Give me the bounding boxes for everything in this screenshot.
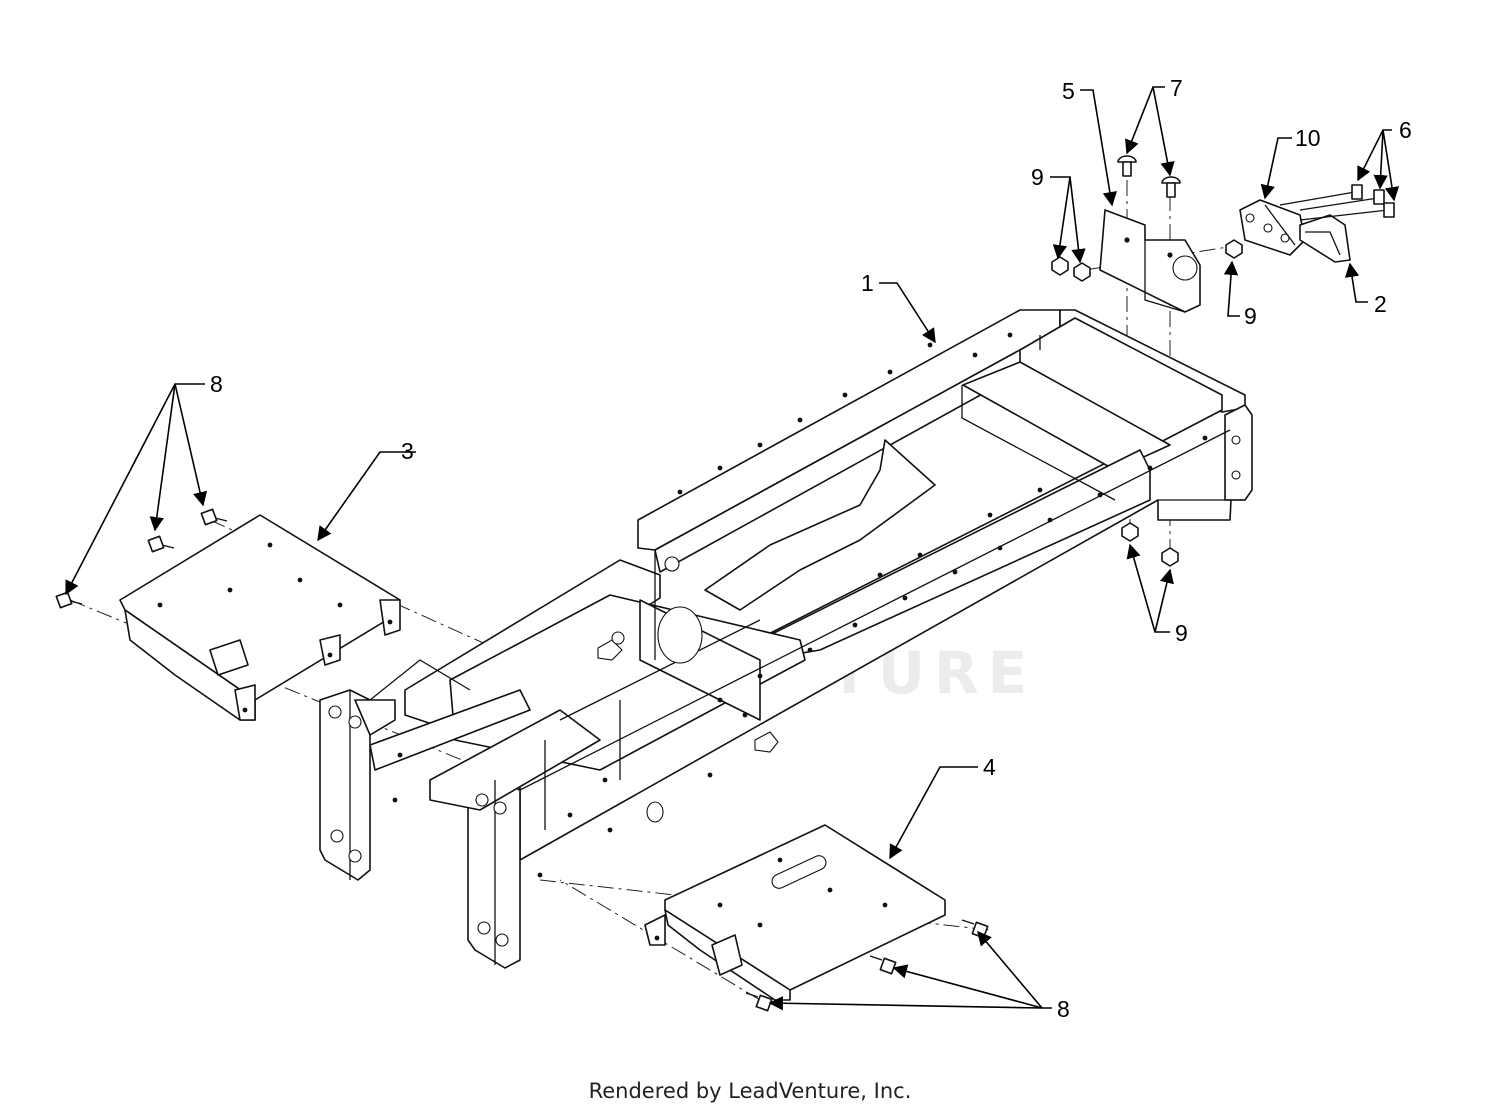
- hook-bracket-part-2: [1299, 214, 1351, 263]
- callout-7: 7: [1170, 75, 1183, 101]
- callout-6: 6: [1399, 117, 1412, 143]
- callout-9-mid: 9: [1244, 303, 1257, 329]
- hex-bolts-part-8: [55, 508, 989, 1012]
- callout-9-bottom: 9: [1175, 620, 1188, 646]
- callout-2: 2: [1374, 291, 1387, 317]
- callout-10: 10: [1295, 125, 1321, 151]
- callout-8-right: 8: [1057, 996, 1070, 1022]
- main-frame-part-1: [319, 309, 1253, 969]
- deck-plate-part-4: [644, 824, 946, 1001]
- callout-labels: 1 2 3 4 5 6 7 8 8 9 9 9 10: [210, 75, 1412, 1022]
- callout-4: 4: [983, 754, 996, 780]
- carriage-bolts-part-7: [1117, 155, 1181, 198]
- bracket-part-5: [1099, 209, 1201, 313]
- footer-credit: Rendered by LeadVenture, Inc.: [588, 1079, 912, 1103]
- rail-hole-pattern: [392, 332, 1208, 878]
- latch-assembly-part-10: [1239, 199, 1306, 256]
- callout-1: 1: [861, 270, 874, 296]
- callout-8-left: 8: [210, 371, 223, 397]
- callout-9-left: 9: [1031, 164, 1044, 190]
- callout-5: 5: [1062, 78, 1075, 104]
- leader-lines: [65, 86, 1400, 1011]
- callout-3: 3: [401, 438, 414, 464]
- deck-plate-part-3: [119, 514, 401, 721]
- bolts-part-6: [1279, 184, 1395, 221]
